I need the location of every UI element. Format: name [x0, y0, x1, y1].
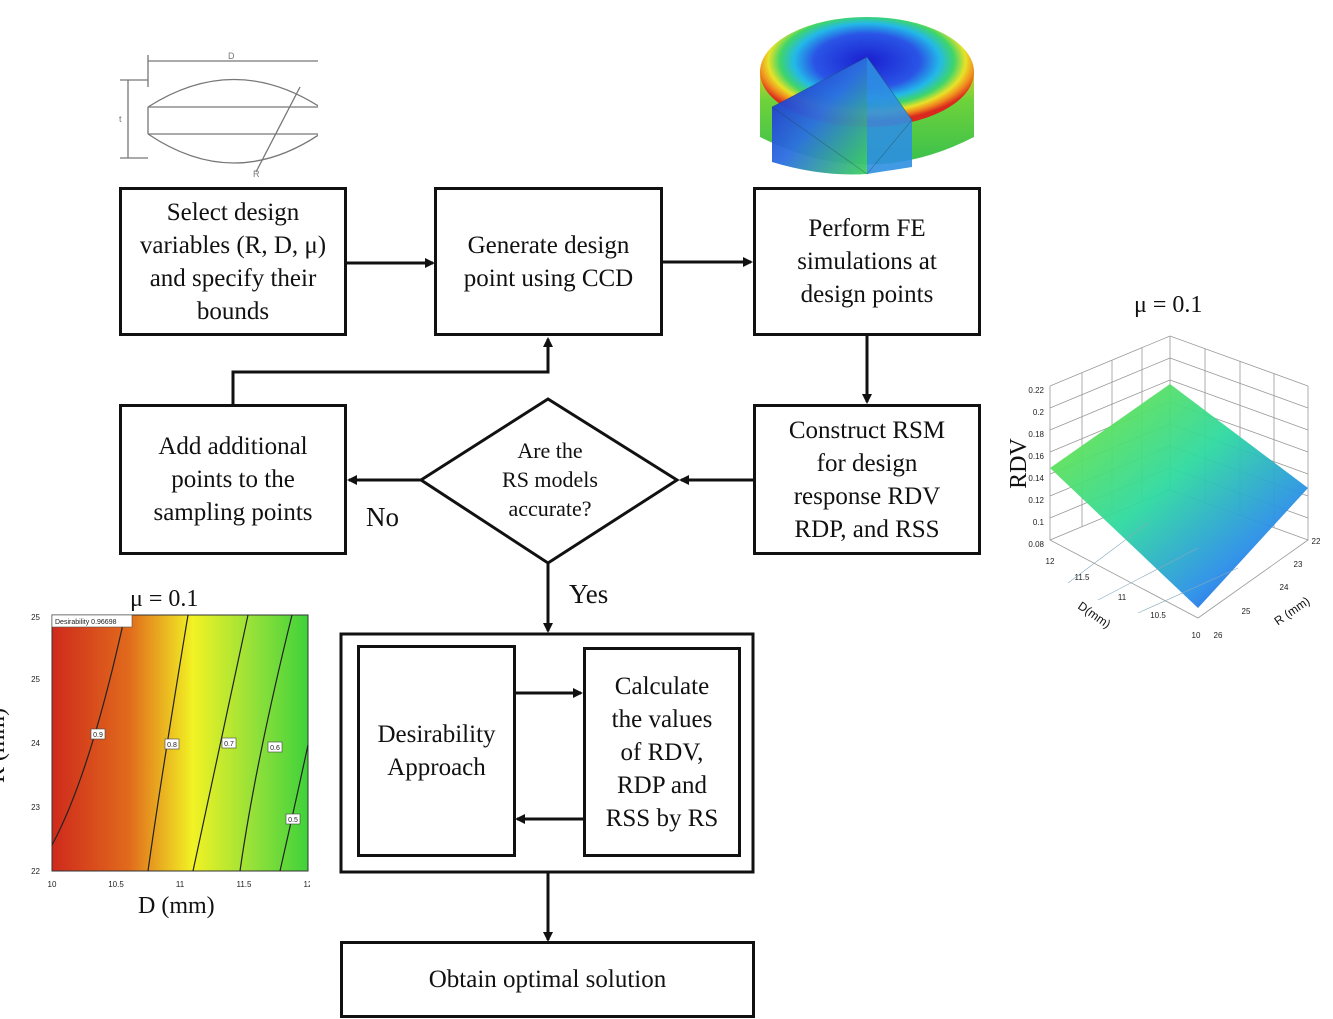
contour-label: 0.7 — [224, 741, 234, 748]
surface-zlabel: RDV — [1005, 438, 1032, 489]
perform-fe-box: Perform FE simulations at design points — [753, 187, 981, 336]
optimization-container — [339, 632, 755, 874]
contour-ylabel: R (mm) — [0, 707, 11, 783]
contour-label: 0.6 — [270, 745, 280, 752]
generate-points-box: Generate design point using CCD — [434, 187, 663, 336]
surface-z-tick: 0.08 — [1028, 540, 1044, 549]
contour-y-tick: 22 — [31, 867, 40, 876]
fe-simulation-image — [760, 17, 974, 175]
surface-d-tick: 12 — [1046, 557, 1055, 566]
edge-label-no: No — [366, 502, 399, 532]
surface-d-tick: 11.5 — [1075, 573, 1091, 582]
select-variables-text: Select design variables (R, D, μ) and sp… — [139, 198, 327, 325]
contour-y-tick: 23 — [31, 803, 40, 812]
surface-r-tick: 24 — [1280, 583, 1289, 592]
desirability-text: Desirability Approach — [377, 721, 496, 781]
contour-label-box — [267, 741, 283, 753]
desirability-box: Desirability Approach — [357, 645, 516, 857]
surface-r-tick: 25 — [1242, 607, 1251, 616]
add-points-box: Add additional points to the sampling po… — [119, 404, 347, 555]
contour-legend: Desirability 0.96698 — [55, 619, 117, 626]
contour-y-tick: 25 — [31, 613, 40, 622]
surface-z-tick: 0.16 — [1028, 452, 1044, 461]
surface-z-tick: 0.1 — [1033, 518, 1045, 527]
contour-y-tick: 25 — [31, 675, 40, 684]
surface-title: μ = 0.1 — [1134, 292, 1203, 318]
surface-z-tick: 0.18 — [1028, 430, 1044, 439]
obtain-solution-text: Obtain optimal solution — [428, 966, 667, 993]
decision-diamond — [418, 397, 680, 565]
surface-r-tick: 22 — [1312, 537, 1321, 546]
surface-z-tick: 0.22 — [1028, 386, 1044, 395]
surface-d-tick: 11 — [1118, 593, 1127, 602]
lens-label-t: t — [119, 114, 122, 124]
perform-fe-text: Perform FE simulations at design points — [797, 215, 937, 308]
arrow-add-to-generate — [231, 337, 553, 406]
surface-r-tick: 26 — [1214, 631, 1223, 640]
contour-y-tick: 24 — [31, 739, 40, 748]
contour-label-box — [164, 738, 180, 750]
contour-label: 0.9 — [93, 732, 103, 739]
surface-d-tick: 10.5 — [1150, 611, 1166, 620]
contour-label-box — [90, 728, 106, 740]
lens-label-r: R — [253, 169, 260, 179]
contour-title: μ = 0.1 — [130, 586, 199, 612]
calculate-box: Calculate the values of RDV, RDP and RSS… — [583, 647, 741, 857]
contour-x-tick: 11.5 — [237, 880, 253, 889]
desirability-contour-plot: Desirability 0.96698 0.9 0.8 0.7 0.6 0.5 10 1… — [31, 613, 310, 889]
decision-text: Are the RS models accurate? — [502, 438, 598, 521]
construct-rsm-text: Construct RSM for design response RDV RD… — [788, 416, 946, 543]
surface-z-tick: 0.14 — [1028, 474, 1044, 483]
construct-rsm-box: Construct RSM for design response RDV RD… — [753, 404, 981, 555]
lens-label-d: D — [228, 51, 235, 61]
select-variables-box: Select design variables (R, D, μ) and sp… — [119, 187, 347, 336]
contour-x-tick: 10.5 — [108, 880, 124, 889]
contour-label: 0.8 — [167, 742, 177, 749]
contour-label: 0.5 — [288, 817, 298, 824]
surface-d-tick: 10 — [1192, 631, 1201, 640]
edge-label-yes: Yes — [569, 579, 609, 609]
surface-z-tick: 0.2 — [1033, 408, 1045, 417]
contour-x-tick: 12 — [304, 880, 310, 889]
generate-points-text: Generate design point using CCD — [463, 231, 634, 292]
contour-xlabel: D (mm) — [138, 893, 215, 919]
lens-sketch: D t R — [119, 51, 318, 179]
surface-r-tick: 23 — [1294, 560, 1303, 569]
contour-x-tick: 11 — [176, 880, 185, 889]
add-points-text: Add additional points to the sampling po… — [153, 433, 313, 526]
contour-label-box — [285, 813, 301, 825]
calculate-text: Calculate the values of RDV, RDP and RSS… — [605, 672, 719, 832]
contour-x-tick: 10 — [48, 880, 57, 889]
decision-text-wrap: Are the RS models accurate? — [470, 436, 630, 523]
surface-z-tick: 0.12 — [1028, 496, 1044, 505]
contour-label-box — [221, 737, 237, 749]
obtain-solution-box: Obtain optimal solution — [340, 941, 755, 1018]
